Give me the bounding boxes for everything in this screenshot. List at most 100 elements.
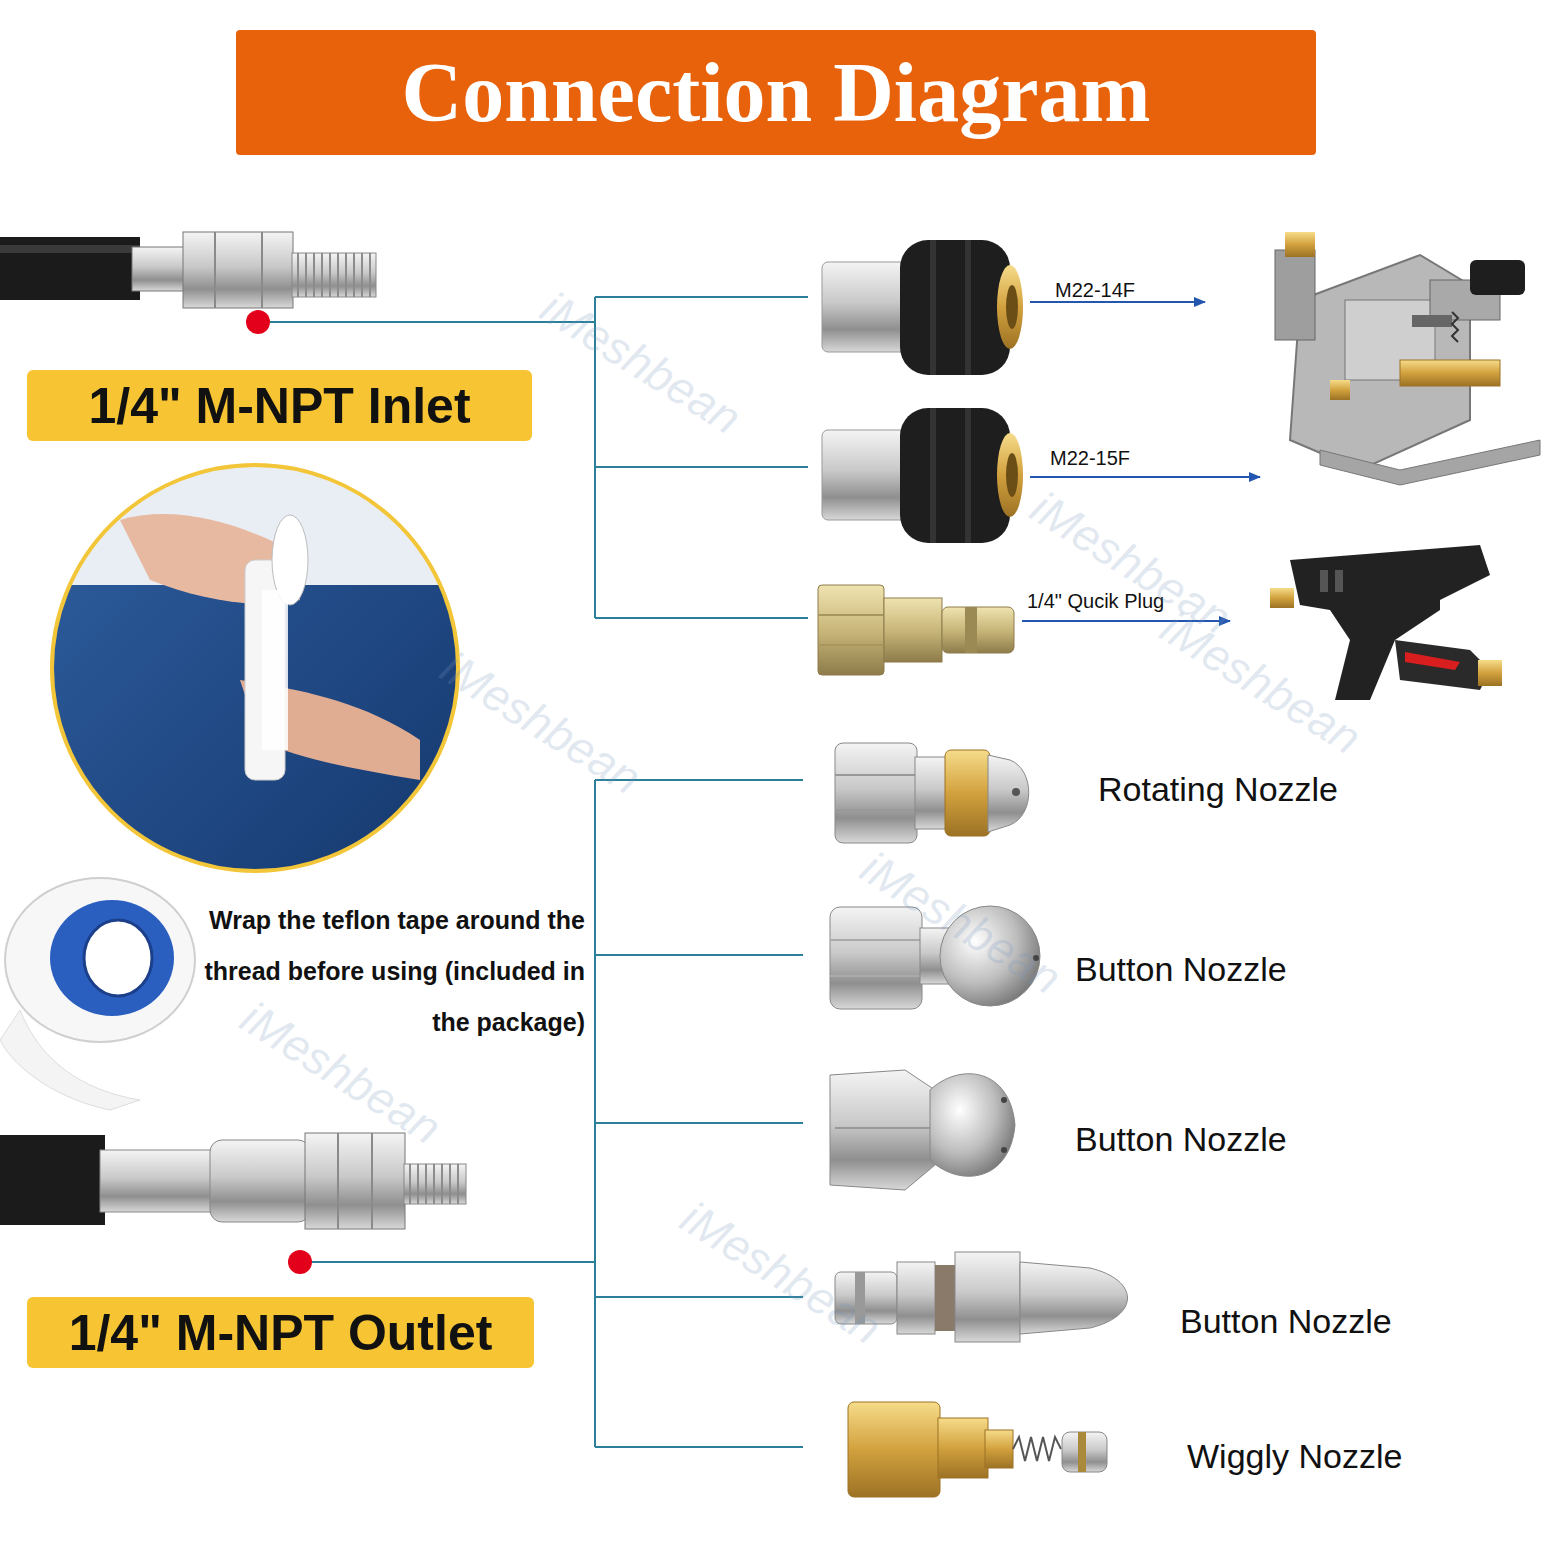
label-box: 1/4" M-NPT Outlet [27, 1297, 534, 1368]
title-banner: Connection Diagram [236, 30, 1316, 155]
m22-coupler [965, 408, 971, 543]
box-text: 1/4" M-NPT Inlet [88, 376, 470, 436]
inlet-hose [0, 232, 376, 308]
watermark: iMeshbean [531, 280, 750, 445]
teflon-tape-roll [84, 920, 152, 996]
outlet-hose [100, 1150, 220, 1212]
pressure-washer-pump [1452, 312, 1458, 342]
spray-gun [1290, 545, 1490, 700]
outlet-hose [210, 1140, 310, 1222]
m22-coupler [965, 240, 971, 375]
teflon-photo [52, 465, 458, 871]
m22-coupler [930, 240, 936, 375]
inlet-hose [132, 247, 187, 291]
spray-gun [1320, 570, 1328, 592]
wiggly-nozzle [848, 1402, 1107, 1497]
button-nozzle [830, 1070, 1015, 1190]
button-nozzle [830, 907, 922, 1009]
arrow [1030, 301, 1205, 303]
rotating-nozzle [835, 774, 917, 776]
outlet-hose [404, 1164, 466, 1204]
quick-plug [884, 598, 942, 662]
m22-coupler [822, 262, 910, 352]
inlet-hose [292, 253, 376, 297]
button-nozzle [935, 1265, 955, 1331]
quick-plug [965, 607, 977, 653]
nozzle-label: Button Nozzle [1180, 1302, 1392, 1341]
teflon-tape-roll [5, 878, 195, 1042]
inlet-hose [261, 232, 263, 308]
rotating-nozzle [835, 743, 1029, 843]
teflon-tape-roll [0, 878, 195, 1110]
button-nozzle [955, 1252, 1020, 1342]
teflon-photo [50, 465, 460, 875]
rotating-nozzle [945, 750, 990, 836]
pressure-washer-pump [1412, 315, 1452, 327]
nozzle-label: Button Nozzle [1075, 1120, 1287, 1159]
button-nozzle [1001, 1147, 1007, 1153]
inlet-hose [298, 253, 370, 297]
button-nozzle [830, 939, 922, 941]
rotating-nozzle [835, 809, 917, 811]
m22-coupler [822, 408, 1023, 543]
watermark: iMeshbean [431, 640, 650, 805]
fitting-label: M22-15F [1050, 447, 1130, 470]
m22-coupler [900, 240, 1010, 375]
nozzle-label: Wiggly Nozzle [1187, 1437, 1402, 1476]
title-text: Connection Diagram [402, 44, 1151, 141]
inlet-hose [0, 245, 140, 253]
outlet-hose [0, 1133, 466, 1229]
quick-plug [818, 614, 884, 616]
leader-line [595, 296, 808, 298]
outlet-hose [337, 1133, 339, 1229]
button-nozzle [1020, 1262, 1128, 1334]
spray-gun [1395, 640, 1490, 690]
button-nozzle [1001, 1097, 1007, 1103]
pressure-washer-pump [1330, 380, 1350, 400]
pressure-washer-pump [1400, 360, 1500, 386]
watermark: iMeshbean [231, 990, 450, 1155]
box-text: 1/4" M-NPT Outlet [69, 1303, 493, 1363]
m22-coupler [997, 265, 1023, 349]
spray-gun [1270, 545, 1502, 700]
leader-line [594, 780, 596, 1447]
pressure-washer-pump [1275, 250, 1315, 340]
m22-coupler [930, 408, 936, 543]
teflon-photo [50, 465, 460, 875]
leader-line [595, 954, 803, 956]
m22-coupler [900, 408, 1010, 543]
inlet-hose [214, 232, 216, 308]
button-nozzle [835, 1127, 930, 1129]
arrow [1030, 476, 1260, 478]
m22-coupler [1006, 453, 1018, 497]
outlet-hose [371, 1133, 373, 1229]
wiggly-nozzle [1013, 1437, 1061, 1461]
spray-gun [1270, 588, 1294, 608]
quick-plug [818, 585, 884, 675]
m22-coupler [822, 240, 1023, 375]
leader-line [595, 617, 808, 619]
outlet-hose [305, 1133, 405, 1229]
label-box: 1/4" M-NPT Inlet [27, 370, 532, 441]
quick-plug [818, 644, 884, 646]
quick-plug [818, 585, 1014, 675]
rotating-nozzle [915, 757, 947, 829]
wiggly-nozzle [1062, 1432, 1107, 1472]
fitting-label: M22-14F [1055, 279, 1135, 302]
pressure-washer-pump [1320, 440, 1540, 485]
leader-line [595, 1446, 803, 1448]
button-nozzle [830, 975, 922, 977]
red-dot [246, 310, 270, 334]
nozzle-label: Button Nozzle [1075, 950, 1287, 989]
teflon-photo [262, 590, 288, 750]
teflon-tape-roll [50, 900, 174, 1016]
button-nozzle [897, 1262, 935, 1334]
m22-coupler [822, 430, 910, 520]
wiggly-nozzle [985, 1430, 1013, 1468]
rotating-nozzle [1012, 788, 1020, 796]
red-dot [288, 1250, 312, 1274]
outlet-hose [0, 1135, 105, 1225]
pressure-washer-pump [1470, 260, 1525, 295]
wiggly-nozzle [938, 1418, 988, 1478]
